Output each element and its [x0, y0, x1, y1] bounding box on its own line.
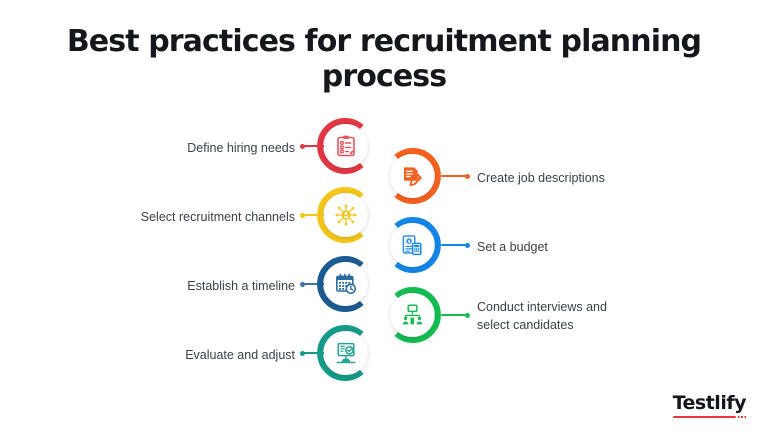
step-ring-7: [317, 325, 374, 381]
connector-step-4: [441, 242, 470, 248]
step-ring-5: [317, 256, 374, 312]
interview-people-icon: [402, 304, 423, 325]
step-icon-disc-5: [324, 262, 368, 306]
step-icon-disc-1: [324, 124, 368, 168]
connector-step-5: [300, 281, 325, 287]
step-icon-disc-4: $: [390, 223, 434, 267]
step-node-establish-a-timeline[interactable]: [317, 256, 374, 312]
step-label-establish-a-timeline: Establish a timeline: [187, 279, 295, 293]
step-label-set-a-budget: Set a budget: [477, 240, 548, 254]
connector-step-2: [441, 173, 470, 179]
step-label-create-job-descriptions: Create job descriptions: [477, 171, 605, 185]
step-ring-2: [384, 148, 441, 204]
step-node-select-recruitment-channels[interactable]: [317, 187, 374, 243]
step-node-define-hiring-needs[interactable]: [317, 118, 374, 174]
step-ring-3: [317, 187, 374, 243]
step-node-create-job-descriptions[interactable]: [384, 148, 441, 204]
step-label-evaluate-and-adjust: Evaluate and adjust: [185, 348, 295, 362]
step-icon-disc-7: [324, 331, 368, 375]
logo-underline: [672, 415, 736, 418]
step-node-set-a-budget[interactable]: $: [384, 217, 441, 273]
page-title: Best practices for recruitment planning …: [66, 24, 702, 95]
svg-text:$: $: [408, 239, 411, 245]
step-ring-4: [384, 217, 441, 273]
testlify-logo[interactable]: Testlify: [672, 392, 747, 418]
budget-calculator-icon: $: [402, 235, 422, 256]
step-ring-1: [317, 118, 374, 174]
evaluation-board-check-icon: [336, 342, 356, 364]
logo-wordmark: Testlify: [672, 392, 747, 418]
connector-step-3: [300, 212, 325, 218]
step-node-evaluate-and-adjust[interactable]: [317, 325, 374, 381]
calendar-clock-icon: [335, 273, 357, 295]
step-icon-disc-3: [324, 193, 368, 237]
step-icon-disc-6: [390, 293, 434, 337]
connector-step-7: [300, 350, 325, 356]
step-label-conduct-interviews: Conduct interviews and select candidates: [477, 300, 607, 333]
logo-dots: [738, 415, 746, 418]
clipboard-checklist-icon: [337, 135, 355, 157]
step-label-define-hiring-needs: Define hiring needs: [187, 141, 295, 155]
step-icon-disc-2: [390, 154, 434, 198]
step-node-conduct-interviews[interactable]: [384, 287, 441, 343]
connector-step-6: [441, 312, 470, 318]
step-label-select-recruitment-channels: Select recruitment channels: [140, 210, 295, 224]
connector-step-1: [300, 143, 325, 149]
document-pencil-icon: [404, 167, 422, 187]
network-hub-person-icon: [335, 204, 357, 226]
step-ring-6: [384, 287, 441, 343]
